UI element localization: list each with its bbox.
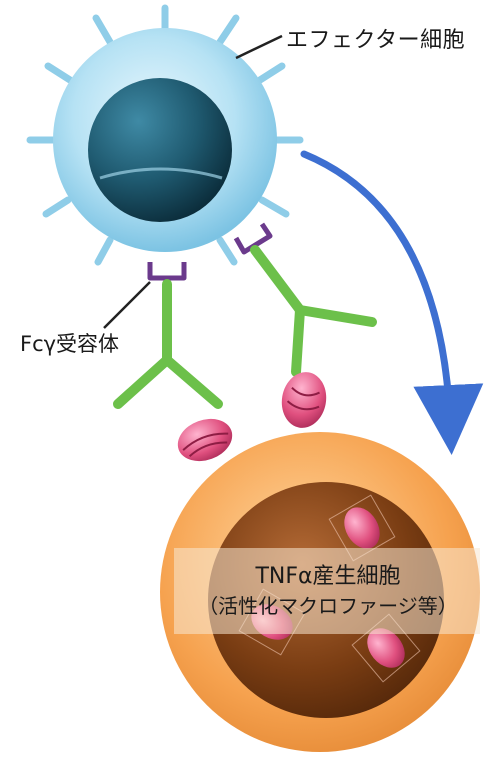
antibodies: [118, 250, 372, 404]
antibody-right: [255, 250, 372, 372]
effector-leader-line: [236, 36, 282, 58]
tnf-cell-label-box: TNFα産生細胞 （活性化マクロファージ等）: [178, 558, 478, 628]
effector-nucleus: [88, 78, 232, 222]
tnf-antigen-icon: [172, 412, 238, 469]
tnf-cell-label: TNFα産生細胞: [178, 558, 478, 590]
fc-receptor-label: Fcγ受容体: [20, 328, 119, 358]
tnf-antigen-icon: [277, 369, 330, 432]
fc-receptor-left: [150, 262, 184, 278]
effector-cell-label: エフェクター細胞: [286, 22, 465, 54]
fc-leader-line: [104, 282, 150, 328]
curved-arrow: [304, 154, 450, 420]
tnf-cell-sublabel: （活性化マクロファージ等）: [178, 590, 478, 619]
antibody-left: [118, 284, 218, 404]
